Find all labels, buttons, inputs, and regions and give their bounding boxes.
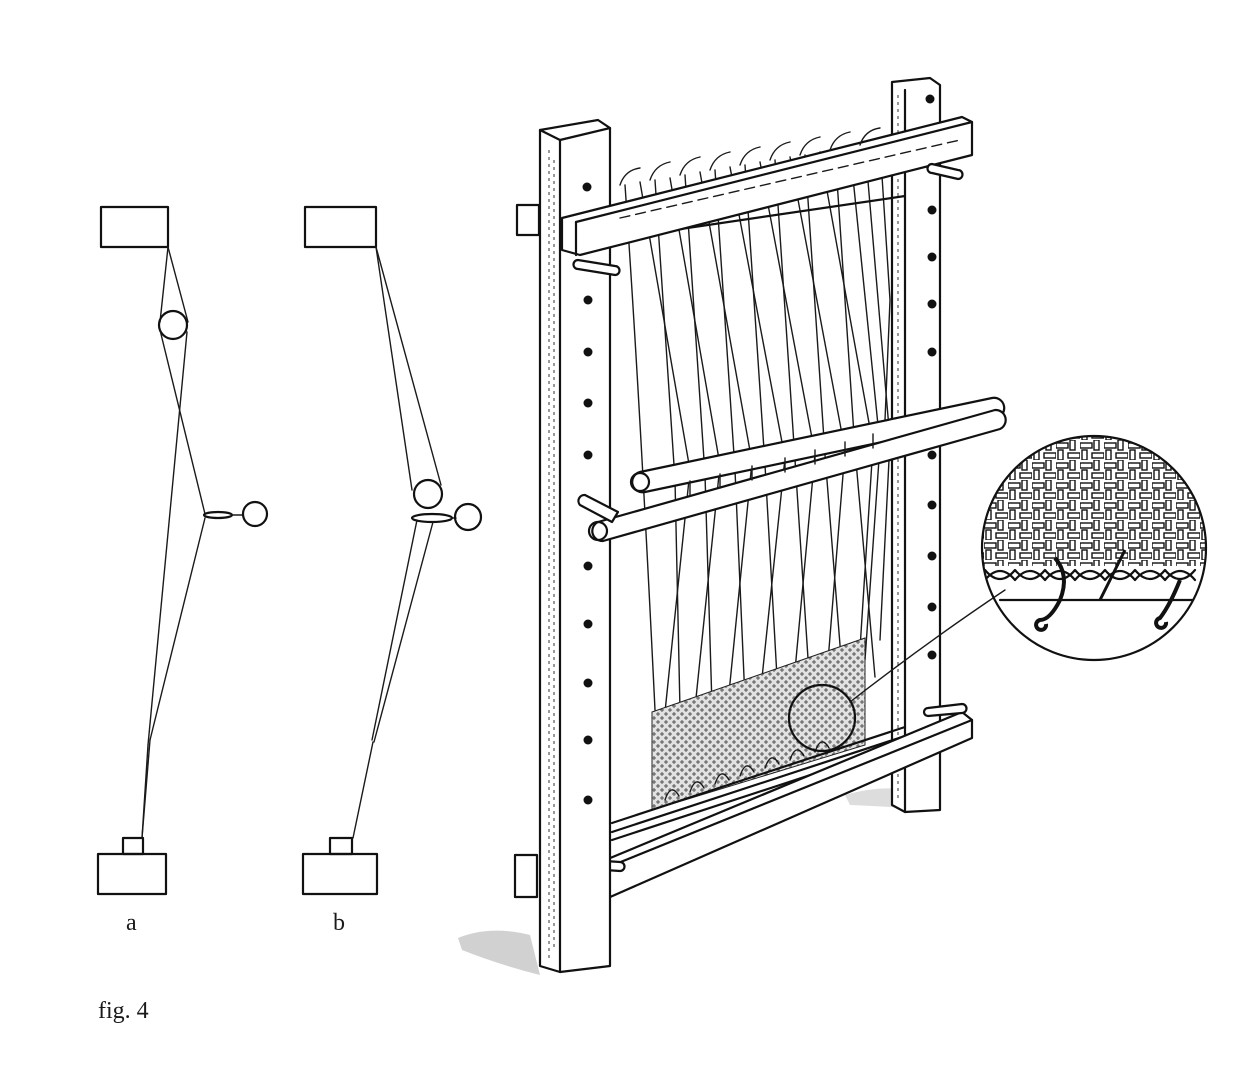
top-cloth-beam — [515, 115, 974, 277]
peg-top-left — [572, 258, 621, 277]
heddle-rod-b — [453, 502, 483, 532]
woven-cloth — [651, 589, 1006, 811]
weight-knob-a — [121, 836, 145, 856]
heddle-rod-a — [241, 500, 269, 528]
weight-knob-b — [328, 836, 354, 856]
ground-shadow — [458, 788, 905, 975]
loom-illustration — [458, 76, 1007, 975]
bottom-left-wedge — [513, 853, 539, 899]
rod-support-left — [577, 493, 620, 524]
heddle-loop-a — [202, 510, 234, 520]
loom-weight-b — [301, 852, 379, 896]
left-upright — [538, 118, 612, 974]
top-left-wedge — [515, 203, 541, 237]
loom-weight-a — [96, 852, 168, 896]
shed-rod-a — [157, 309, 189, 341]
magnify-marker — [787, 683, 857, 753]
subfigure-label-a: a — [126, 910, 137, 936]
weave-inset — [980, 434, 1208, 662]
peg-bottom-right — [922, 702, 968, 718]
heddle-bars — [577, 396, 1007, 543]
beam-a — [99, 205, 170, 249]
peg-top-right — [926, 162, 964, 181]
subfigure-label-b: b — [333, 910, 345, 936]
beam-b — [303, 205, 378, 249]
heddle-loop-b — [410, 512, 454, 524]
heddle-rod-front — [591, 408, 1007, 543]
diagram-b — [301, 205, 483, 896]
figure-caption: fig. 4 — [98, 998, 149, 1024]
shed-rod-b — [412, 478, 444, 510]
diagram-a — [96, 205, 269, 896]
